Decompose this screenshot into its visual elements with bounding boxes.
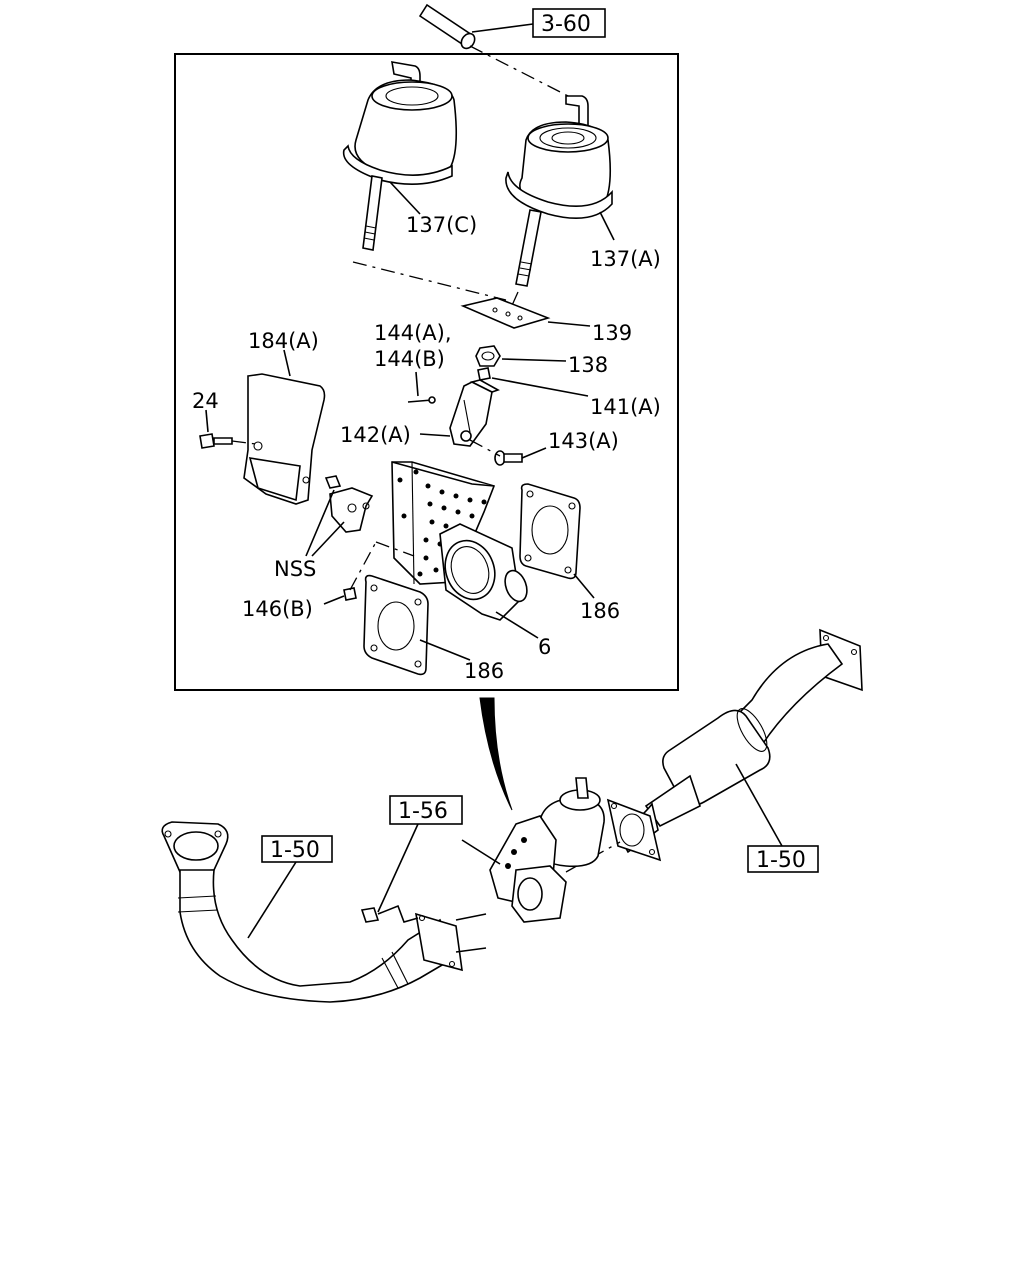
ref-box-1-56[interactable]: 1-56 <box>389 795 463 825</box>
ref-box-1-50-left[interactable]: 1-50 <box>261 835 333 863</box>
gasket-186-bottom <box>363 574 429 676</box>
clip-141a <box>477 367 491 381</box>
label-137c: 137(C) <box>406 213 477 237</box>
label-142a: 142(A) <box>340 423 411 447</box>
valve-body-6 <box>391 461 528 621</box>
gasket-139 <box>460 297 551 329</box>
label-24: 24 <box>192 389 219 413</box>
bolt-24 <box>199 433 233 449</box>
label-143a: 143(A) <box>548 429 619 453</box>
label-137a: 137(A) <box>590 247 661 271</box>
ref-label-1-56: 1-56 <box>398 799 448 824</box>
label-138: 138 <box>568 353 608 377</box>
detail-frame <box>174 53 679 691</box>
ref-label-1-50-left: 1-50 <box>270 838 320 863</box>
ref-box-1-50-right[interactable]: 1-50 <box>747 845 819 873</box>
label-184a: 184(A) <box>248 329 319 353</box>
actuator-137c <box>342 61 458 251</box>
pipe-3-60 <box>418 3 476 50</box>
label-186-bottom: 186 <box>464 659 504 683</box>
pin-144 <box>407 396 436 404</box>
heat-shield-184a <box>243 373 326 505</box>
label-6: 6 <box>538 635 551 659</box>
label-144b: 144(B) <box>374 347 445 371</box>
bracket-nss <box>324 475 374 533</box>
label-nss: NSS <box>274 557 316 581</box>
label-144a: 144(A), <box>374 321 452 345</box>
actuator-137a <box>505 95 613 287</box>
detail-leader-arrow <box>479 697 513 811</box>
valve-assembly <box>489 777 605 923</box>
gasket-186-right <box>519 483 581 580</box>
bolt-143a <box>494 450 523 466</box>
ref-label-1-50-right: 1-50 <box>756 848 806 873</box>
lever-142a <box>449 379 500 447</box>
label-146b: 146(B) <box>242 597 313 621</box>
ref-box-3-60[interactable]: 3-60 <box>532 8 606 38</box>
exhaust-pipe-right <box>606 628 863 862</box>
nut-138 <box>475 345 501 367</box>
label-139: 139 <box>592 321 632 345</box>
exhaust-pipe-left <box>161 821 487 1003</box>
ref-label-3-60: 3-60 <box>541 12 591 37</box>
label-141a: 141(A) <box>590 395 661 419</box>
label-186-right: 186 <box>580 599 620 623</box>
